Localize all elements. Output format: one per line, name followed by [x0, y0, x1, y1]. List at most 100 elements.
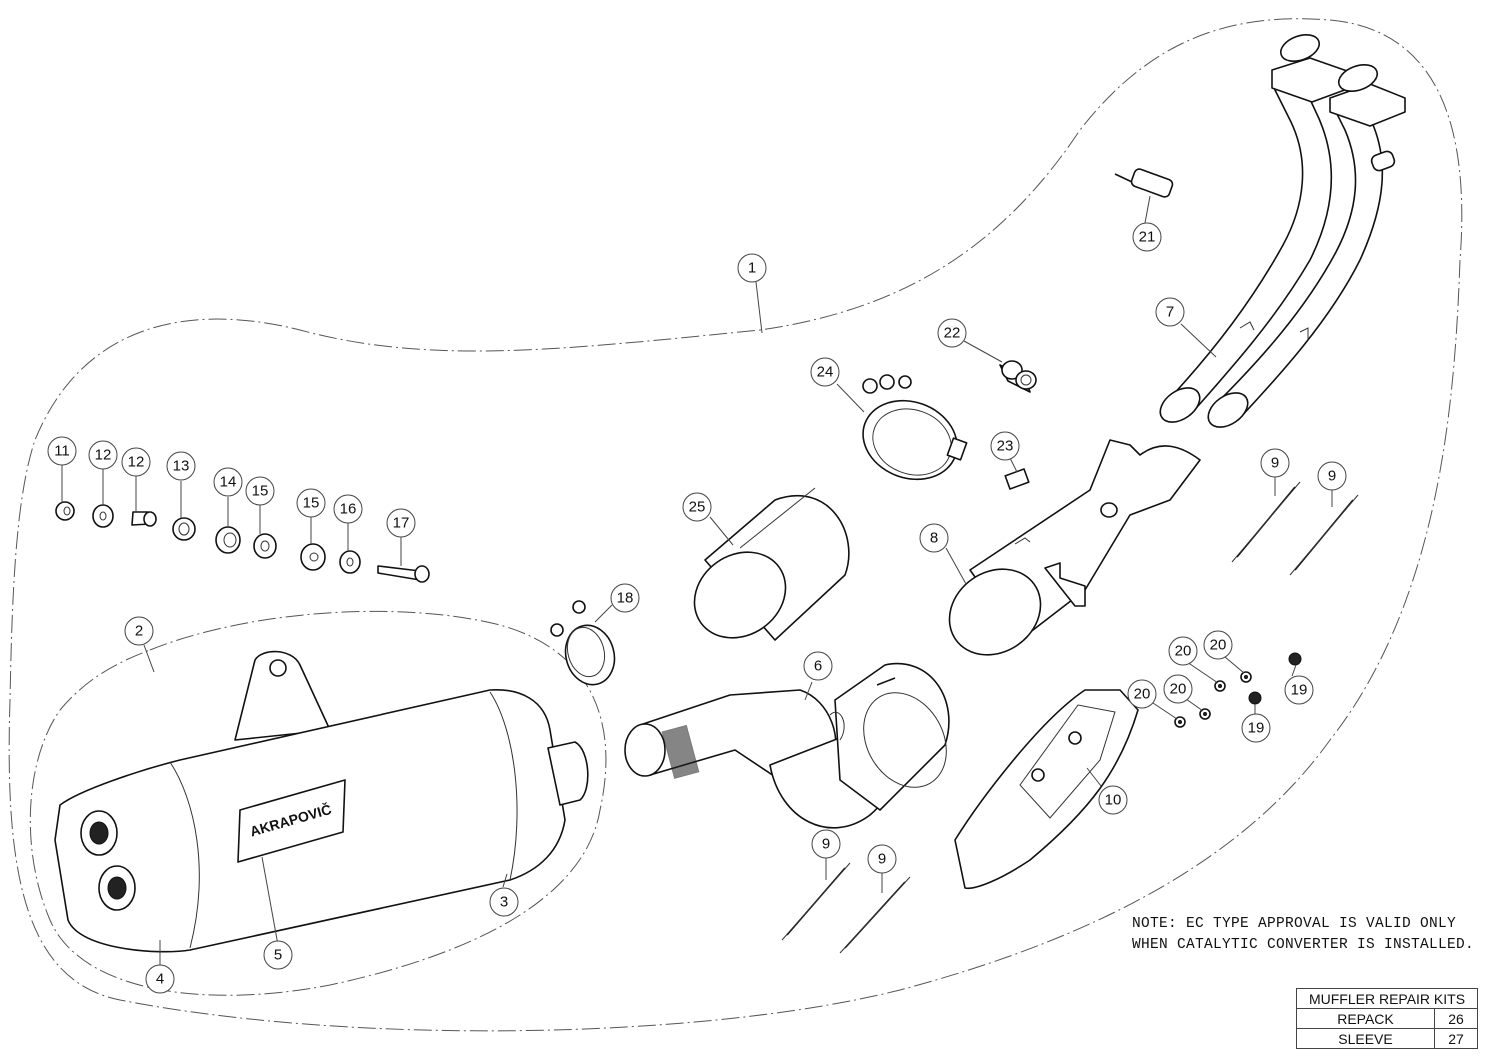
mount-hardware [55, 501, 430, 583]
svg-text:5: 5 [274, 947, 282, 964]
svg-text:19: 19 [1248, 720, 1265, 737]
callout-5: 5 [263, 940, 293, 970]
muffler: AKRAPOVIČ [54, 650, 589, 953]
svg-text:20: 20 [1175, 643, 1192, 660]
callout-19b: 19 [1241, 713, 1271, 743]
spring [1231, 481, 1301, 563]
note-line-1: NOTE: EC TYPE APPROVAL IS VALID ONLY [1132, 916, 1457, 932]
callout-9b: 9 [1317, 461, 1347, 491]
svg-text:25: 25 [689, 499, 706, 516]
svg-text:3: 3 [500, 894, 508, 911]
callout-6: 6 [803, 651, 833, 681]
callout-9d: 9 [867, 844, 897, 874]
callout-25: 25 [682, 492, 712, 522]
kit-row: SLEEVE 27 [1296, 1028, 1478, 1049]
catalytic-converter [693, 487, 850, 641]
logo-badge: AKRAPOVIČ [237, 779, 346, 863]
callout-1: 1 [737, 253, 767, 283]
link-pipe [624, 662, 950, 829]
callout-20b: 20 [1203, 630, 1233, 660]
callout-14: 13 [166, 451, 196, 481]
kit-name: REPACK [1296, 1008, 1435, 1029]
callout-3: 3 [489, 887, 519, 917]
kit-name: SLEEVE [1296, 1028, 1435, 1049]
kit-number: 27 [1434, 1028, 1478, 1049]
callout-4: 4 [145, 964, 175, 994]
svg-text:8: 8 [930, 530, 938, 547]
svg-text:7: 7 [1166, 304, 1174, 321]
callout-10: 10 [1098, 785, 1128, 815]
callout-21: 21 [1132, 222, 1162, 252]
svg-text:16: 16 [340, 501, 357, 518]
kits-header-row: MUFFLER REPAIR KITS [1296, 988, 1478, 1009]
callout-24: 24 [810, 357, 840, 387]
callout-20c: 20 [1127, 679, 1157, 709]
spring [1289, 494, 1359, 576]
system-outline [8, 18, 1463, 1032]
sensor-plug [1114, 168, 1174, 198]
callout-12a: 12 [88, 440, 118, 470]
svg-text:9: 9 [822, 836, 830, 853]
svg-text:9: 9 [878, 851, 886, 868]
callout-15b: 15 [245, 476, 275, 506]
clip-nut [1004, 468, 1030, 490]
small-clamp [550, 600, 616, 686]
svg-text:19: 19 [1291, 682, 1308, 699]
callout-13: 12 [121, 447, 151, 477]
svg-text:20: 20 [1170, 681, 1187, 698]
svg-text:4: 4 [156, 971, 164, 988]
svg-text:10: 10 [1105, 792, 1122, 809]
svg-text:22: 22 [944, 325, 961, 342]
svg-text:17: 17 [393, 515, 410, 532]
svg-text:18: 18 [617, 590, 634, 607]
callout-8: 8 [919, 523, 949, 553]
spacer-sleeve [999, 360, 1037, 393]
ec-approval-note: NOTE: EC TYPE APPROVAL IS VALID ONLY WHE… [1132, 914, 1474, 956]
callout-12b: 16 [333, 494, 363, 524]
collector-pipe [948, 439, 1201, 656]
kit-number: 26 [1434, 1008, 1478, 1029]
svg-text:24: 24 [817, 364, 834, 381]
note-line-2: WHEN CATALYTIC CONVERTER IS INSTALLED. [1132, 937, 1475, 953]
svg-text:12: 12 [95, 447, 112, 464]
callout-9c: 9 [811, 829, 841, 859]
callout-7: 7 [1155, 297, 1185, 327]
spring [781, 862, 851, 941]
callout-16: 15 [296, 488, 326, 518]
shield-fasteners [1174, 652, 1302, 728]
svg-text:20: 20 [1210, 637, 1227, 654]
callout-20d: 20 [1163, 674, 1193, 704]
leader-lines [61, 195, 1333, 965]
large-clamp [862, 374, 968, 481]
heat-shield [954, 689, 1139, 890]
spring [839, 876, 911, 954]
kits-header: MUFFLER REPAIR KITS [1296, 988, 1478, 1009]
svg-text:15: 15 [252, 483, 269, 500]
header-pipes [1159, 34, 1406, 428]
svg-text:9: 9 [1328, 468, 1336, 485]
svg-text:9: 9 [1271, 455, 1279, 472]
callout-19a: 19 [1284, 675, 1314, 705]
callout-20a: 20 [1168, 636, 1198, 666]
svg-text:11: 11 [54, 443, 70, 460]
callout-2: 2 [124, 616, 154, 646]
svg-text:13: 13 [173, 458, 190, 475]
svg-text:14: 14 [220, 474, 237, 491]
svg-text:15: 15 [303, 495, 320, 512]
callout-17: 17 [386, 508, 416, 538]
muffler-repair-kits-table: MUFFLER REPAIR KITS REPACK 26 SLEEVE 27 [1296, 988, 1478, 1049]
callout-22: 22 [937, 318, 967, 348]
svg-text:6: 6 [814, 658, 822, 675]
svg-text:23: 23 [997, 438, 1014, 455]
svg-text:20: 20 [1134, 686, 1151, 703]
spring-set [781, 481, 1359, 954]
svg-text:12: 12 [128, 454, 145, 471]
svg-text:2: 2 [135, 623, 143, 640]
callout-15a: 14 [213, 467, 243, 497]
callout-9a: 9 [1260, 448, 1290, 478]
callout-11: 11 [47, 436, 77, 466]
callout-23: 23 [990, 431, 1020, 461]
svg-text:1: 1 [748, 260, 756, 277]
svg-text:21: 21 [1139, 229, 1156, 246]
